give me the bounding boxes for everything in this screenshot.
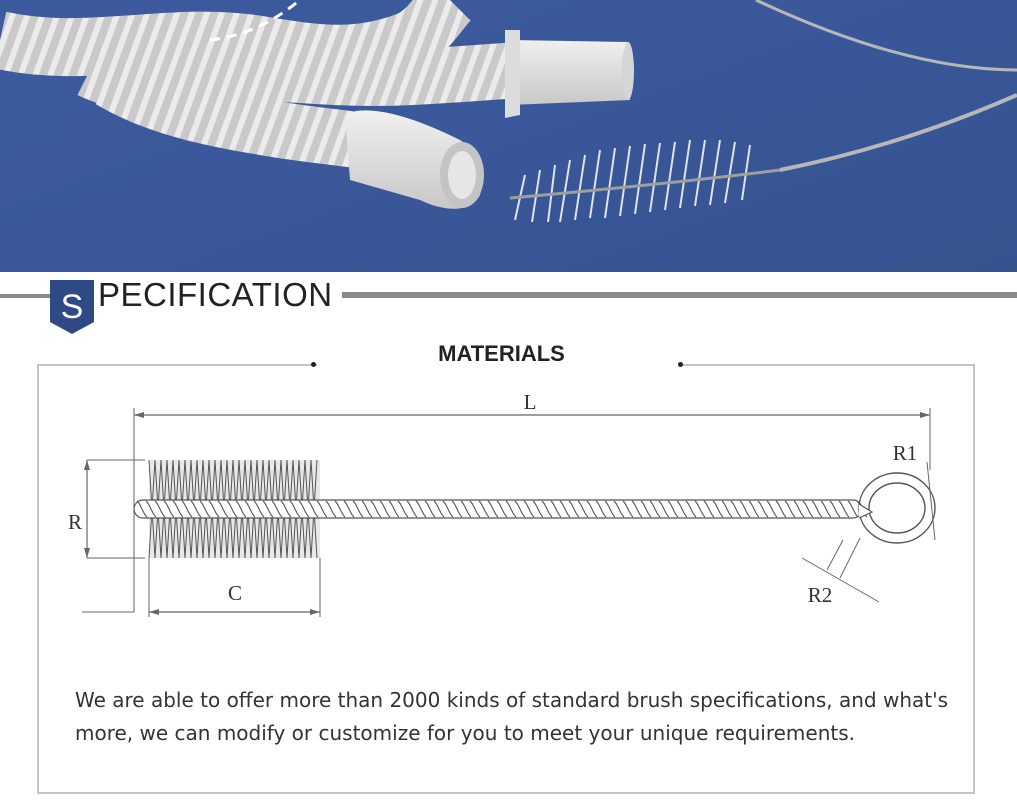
- specification-badge: S: [50, 280, 94, 334]
- ring-radius-1-label: R1: [893, 441, 918, 465]
- materials-rule-left: [37, 364, 317, 366]
- product-photo: [0, 0, 1017, 272]
- materials-title: MATERIALS: [438, 341, 565, 366]
- brush-length-label: C: [228, 581, 242, 605]
- materials-description: We are able to offer more than 2000 kind…: [75, 688, 949, 745]
- materials-box: [37, 364, 975, 794]
- badge-letter: S: [61, 288, 84, 326]
- length-label: L: [524, 390, 537, 414]
- header-rule-left: [0, 294, 52, 298]
- specification-title: PECIFICATION: [98, 276, 333, 313]
- brush-dimension-diagram: L R R1 R2 C: [68, 390, 936, 617]
- ring-radius-2-label: R2: [808, 583, 833, 607]
- tubing-and-brush-illustration: [0, 0, 1017, 223]
- rule-dot-right: [678, 362, 683, 367]
- radius-label: R: [68, 510, 82, 534]
- header-rule-right: [342, 292, 1017, 298]
- materials-rule-right: [680, 364, 975, 366]
- rule-dot-left: [311, 362, 316, 367]
- specification-header: S PECIFICATION: [0, 272, 1017, 334]
